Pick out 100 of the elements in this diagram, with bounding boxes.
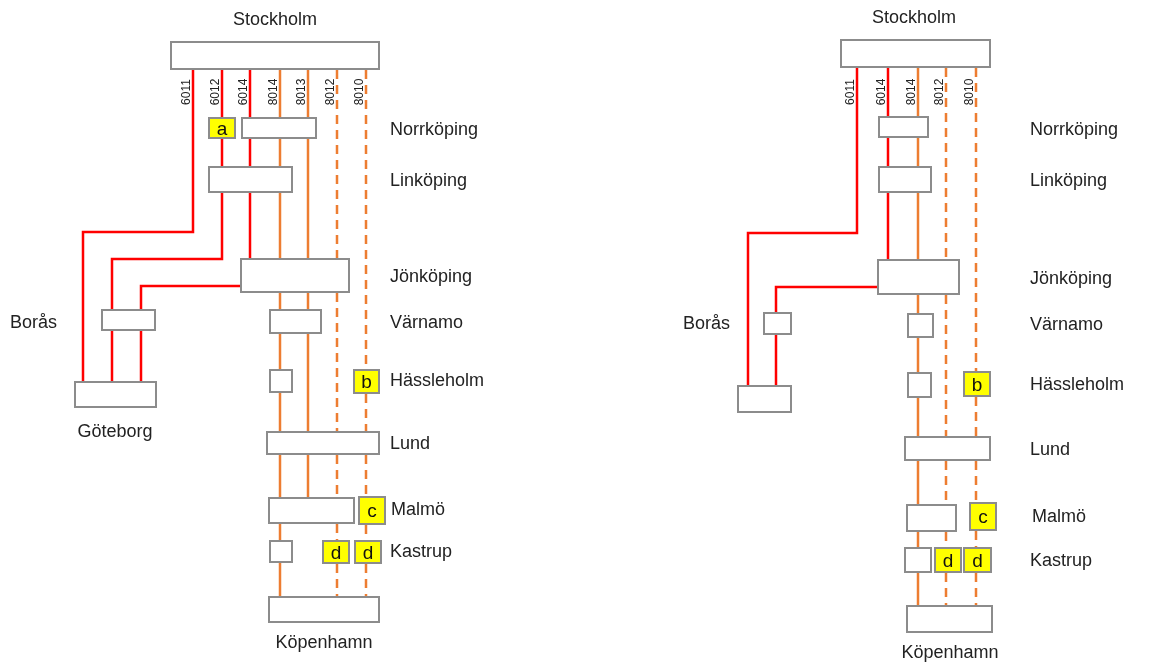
- route-line: [974, 531, 978, 547]
- note-box: b: [353, 369, 380, 394]
- route-line: [746, 68, 859, 385]
- station-box: [208, 166, 293, 193]
- route-line: [139, 284, 240, 309]
- station-box: [904, 436, 991, 461]
- station-label: Linköping: [390, 171, 468, 191]
- station-label: Göteborg: [77, 422, 153, 442]
- station-label: Stockholm: [872, 8, 956, 28]
- station-label: Lund: [390, 434, 431, 454]
- station-label: Hässleholm: [390, 371, 485, 391]
- route-line: [774, 285, 877, 312]
- station-label: Norrköping: [390, 120, 479, 140]
- station-label: Värnamo: [390, 313, 464, 333]
- note-box: d: [322, 540, 350, 564]
- route-line: [139, 331, 143, 381]
- route-line: [916, 461, 920, 504]
- route-line: [220, 70, 224, 117]
- station-box: [904, 547, 932, 573]
- note-box: d: [934, 547, 962, 573]
- route-line: [916, 573, 920, 605]
- station-label: Linköping: [1030, 171, 1108, 191]
- route-line: [944, 68, 948, 259]
- route-line: [916, 398, 920, 436]
- station-label: Malmö: [1032, 507, 1086, 527]
- train-number: 6014: [237, 78, 249, 106]
- station-label: Kastrup: [390, 542, 453, 562]
- station-box: [878, 166, 932, 193]
- note-box: a: [208, 117, 236, 139]
- station-box: [268, 497, 355, 524]
- station-box: [763, 312, 792, 335]
- station-box: [840, 39, 991, 68]
- route-line: [278, 70, 282, 117]
- station-box: [737, 385, 792, 413]
- route-line: [110, 193, 224, 309]
- train-number: 6011: [844, 79, 856, 105]
- route-line: [974, 397, 978, 436]
- station-box: [907, 313, 934, 338]
- station-box: [74, 381, 157, 408]
- train-number: 8010: [353, 78, 365, 106]
- note-box: d: [963, 547, 992, 573]
- station-label: Borås: [683, 314, 731, 334]
- train-number: 8014: [267, 78, 279, 106]
- route-line: [886, 68, 890, 116]
- station-box: [907, 372, 932, 398]
- station-label: Hässleholm: [1030, 375, 1125, 395]
- route-line: [916, 193, 920, 259]
- station-label: Malmö: [391, 500, 445, 520]
- route-line: [110, 331, 114, 381]
- station-label: Kastrup: [1030, 551, 1093, 571]
- station-box: [269, 540, 293, 563]
- route-line: [81, 70, 195, 381]
- train-number: 6012: [209, 78, 221, 106]
- route-line: [886, 138, 890, 166]
- station-box: [269, 369, 293, 393]
- route-line: [306, 139, 310, 258]
- station-box: [906, 504, 957, 532]
- station-box: [906, 605, 993, 633]
- note-box: c: [969, 502, 997, 531]
- route-line: [278, 139, 282, 166]
- route-line: [974, 461, 978, 502]
- route-line: [278, 455, 282, 497]
- station-box: [877, 259, 960, 295]
- train-number: 8014: [905, 78, 917, 106]
- train-number: 8012: [324, 78, 336, 106]
- route-line: [944, 573, 948, 605]
- route-line: [335, 293, 339, 431]
- route-line: [306, 455, 310, 497]
- route-line: [306, 70, 310, 117]
- station-box: [170, 41, 380, 70]
- note-box: d: [354, 540, 382, 564]
- train-number: 6014: [875, 78, 887, 106]
- station-label: Norrköping: [1030, 120, 1119, 140]
- route-line: [278, 193, 282, 258]
- station-box: [101, 309, 156, 331]
- station-box: [269, 309, 322, 334]
- route-line: [774, 335, 778, 385]
- station-box: [268, 596, 380, 623]
- train-number: 6011: [180, 79, 192, 105]
- station-label: Borås: [10, 313, 58, 333]
- route-line: [916, 138, 920, 166]
- station-label: Jönköping: [390, 267, 473, 287]
- route-line: [306, 334, 310, 431]
- route-line: [364, 564, 368, 596]
- route-line: [916, 68, 920, 116]
- route-line: [278, 563, 282, 596]
- route-line: [335, 455, 339, 497]
- station-label: Jönköping: [1030, 269, 1113, 289]
- station-box: [240, 258, 350, 293]
- route-line: [278, 393, 282, 431]
- route-line: [335, 524, 339, 540]
- route-line: [248, 139, 252, 166]
- station-label: Lund: [1030, 440, 1071, 460]
- route-line: [220, 139, 224, 166]
- station-box: [241, 117, 317, 139]
- route-line: [916, 338, 920, 372]
- note-box: c: [358, 496, 386, 525]
- train-number: 8012: [933, 78, 945, 106]
- station-box: [878, 116, 929, 138]
- route-line: [364, 394, 368, 431]
